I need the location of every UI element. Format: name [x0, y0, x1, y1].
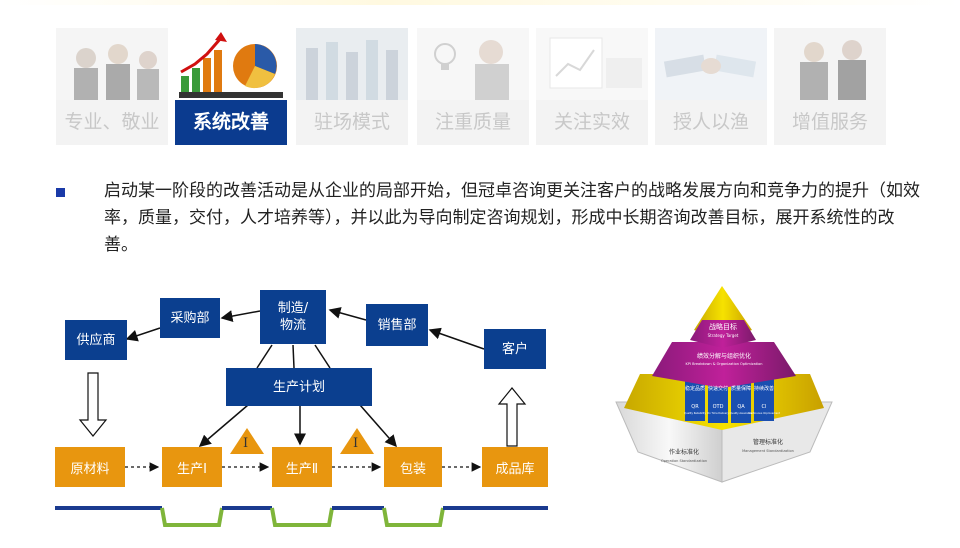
inventory-triangle-icon: [230, 428, 264, 454]
handshake-photo: [655, 28, 767, 100]
svg-text:Continuous Improvement: Continuous Improvement: [748, 411, 780, 415]
svg-text:Quality Assurance: Quality Assurance: [730, 411, 753, 415]
businessmen-photo: [774, 28, 886, 100]
top-accent-line: [0, 0, 960, 5]
factory-photo: [296, 28, 408, 100]
svg-text:作业标准化: 作业标准化: [669, 448, 699, 456]
tab-professional[interactable]: 专业、敬业: [56, 28, 168, 145]
svg-text:管理标准化: 管理标准化: [753, 438, 783, 446]
inventory-triangle-icon: [340, 428, 374, 454]
bullet-square-icon: [56, 188, 65, 197]
intro-paragraph: 启动某一阶段的改善活动是从企业的局部开始，但冠卓咨询更关注客户的战略发展方向和竞…: [104, 181, 920, 255]
svg-text:绩效分解与组织优化: 绩效分解与组织优化: [697, 352, 751, 360]
tab-system-improvement[interactable]: 系统改善: [175, 28, 287, 145]
svg-text:QR: QR: [691, 404, 699, 410]
tab-onsite-mode[interactable]: 驻场模式: [296, 28, 408, 145]
svg-text:质量保障: 质量保障: [731, 385, 751, 392]
documents-photo: [536, 28, 648, 100]
svg-text:Management Standardization: Management Standardization: [742, 449, 794, 453]
inventory-label: I: [353, 436, 359, 451]
svg-text:QA: QA: [737, 404, 745, 410]
tab-teach-to-fish[interactable]: 授人以渔: [655, 28, 767, 145]
lightbulb-idea-photo: [417, 28, 529, 100]
manufacturing-box: 制造/物流: [260, 290, 326, 344]
production-plan-box: 生产计划: [226, 368, 372, 406]
inventory-label: I: [243, 436, 249, 451]
supplier-box: 供应商: [65, 320, 127, 360]
svg-text:Operation Standardization: Operation Standardization: [661, 459, 707, 463]
svg-text:快速交付: 快速交付: [708, 385, 728, 392]
svg-text:OTD: OTD: [713, 404, 724, 410]
strategy-pyramid: 战略目标 Strategy Target 绩效分解与组织优化 KPI Break…: [615, 286, 833, 483]
svg-text:持续改善: 持续改善: [754, 385, 774, 392]
tab-label: 关注实效: [536, 100, 648, 145]
customer-box: 客户: [484, 329, 546, 369]
svg-text:CI: CI: [762, 404, 767, 410]
purchasing-box: 采购部: [160, 298, 220, 338]
sales-box: 销售部: [366, 304, 428, 346]
tab-label: 驻场模式: [296, 100, 408, 145]
production-2-box: 生产Ⅱ: [272, 447, 332, 487]
tab-label: 专业、敬业: [56, 100, 168, 145]
tab-label: 授人以渔: [655, 100, 767, 145]
svg-text:Strategy Target: Strategy Target: [708, 333, 739, 338]
tab-practical-results[interactable]: 关注实效: [536, 28, 648, 145]
svg-text:On Time Delivery: On Time Delivery: [707, 411, 729, 415]
tab-label: 系统改善: [175, 100, 287, 145]
svg-text:Quality Reliability: Quality Reliability: [684, 411, 706, 415]
finished-goods-box: 成品库: [482, 447, 548, 487]
raw-material-box: 原材料: [55, 447, 125, 487]
packaging-box: 包装: [384, 447, 442, 487]
svg-text:KPI Breakdown & Organization O: KPI Breakdown & Organization Optimizatio…: [686, 362, 763, 366]
tab-value-added-service[interactable]: 增值服务: [774, 28, 886, 145]
svg-text:战略目标: 战略目标: [709, 322, 737, 331]
tab-label: 注重质量: [417, 100, 529, 145]
tab-quality-focus[interactable]: 注重质量: [417, 28, 529, 145]
business-people-photo: [56, 28, 168, 100]
tab-label: 增值服务: [774, 100, 886, 145]
growth-chart-icon: [175, 28, 287, 100]
svg-text:稳定品质: 稳定品质: [685, 385, 705, 392]
production-1-box: 生产Ⅰ: [162, 447, 222, 487]
